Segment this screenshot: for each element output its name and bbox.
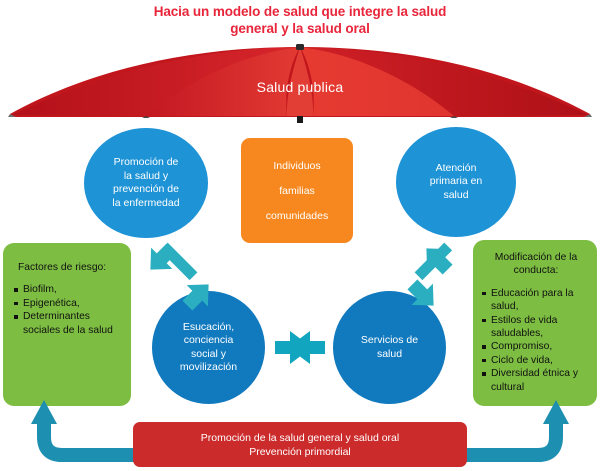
node-promocion-salud[interactable]: Promoción de la salud y prevención de la… [84, 128, 208, 238]
list-item: Diversidad étnica y cultural [482, 367, 590, 394]
educacion-line-4: movilización [179, 361, 238, 373]
list-item: Epigenética, [14, 297, 122, 310]
node-servicios-label: Servicios de salud [361, 334, 418, 361]
list-item: Ciclo de vida, [482, 354, 590, 367]
title-line-1: Hacia un modelo de salud que integre la … [153, 4, 447, 19]
servicios-line-2: salud [376, 347, 403, 360]
promocion-line-1: Promoción de [113, 156, 179, 168]
list-item: Determinantes sociales de la salud [14, 310, 122, 337]
educacion-line-2: conciencia [183, 334, 234, 346]
node-atencion-primaria[interactable]: Atención primaria en salud [396, 127, 516, 237]
conducta-heading-line-1: Modificación de la [494, 252, 578, 263]
node-educacion-label: Esucación, conciencia social y movilizac… [180, 321, 237, 375]
banner-line-1: Promoción de la salud general y salud or… [200, 431, 400, 444]
node-poblacion[interactable]: Individuos familias comunidades [241, 138, 353, 243]
node-modificacion-conducta[interactable]: Modificación de la conducta: Educación p… [473, 240, 597, 406]
list-item: Educación para la salud, [482, 287, 590, 314]
conducta-heading-line-2: conducta: [513, 265, 559, 277]
bottom-banner[interactable]: Promoción de la salud general y salud or… [133, 422, 467, 467]
conducta-bullet-list: Educación para la salud, Estilos de vida… [482, 287, 590, 394]
node-promocion-label: Promoción de la salud y prevención de la… [112, 156, 179, 210]
node-atencion-label: Atención primaria en salud [430, 162, 483, 203]
umbrella-label: Salud publica [256, 79, 344, 95]
list-item: Compromiso, [482, 340, 590, 353]
educacion-line-3: social y [190, 347, 226, 360]
arrow-horizontal-double [275, 331, 325, 364]
banner-line-2: Prevención primordial [249, 445, 351, 458]
promocion-line-2: la salud y [123, 169, 169, 182]
node-educacion-conciencia[interactable]: Esucación, conciencia social y movilizac… [152, 291, 265, 404]
atencion-line-2: primaria en [429, 175, 483, 188]
poblacion-line-3: comunidades [265, 209, 329, 222]
umbrella-icon [8, 44, 592, 123]
arrow-banner-to-conducta [450, 400, 569, 462]
diagram-title: Hacia un modelo de salud que integre la … [0, 3, 600, 37]
riesgo-heading: Factores de riesgo: [18, 262, 107, 273]
list-item: Estilos de vida saludables, [482, 314, 590, 341]
conducta-heading: Modificación de la conducta: [482, 251, 590, 278]
poblacion-line-2: familias [279, 184, 315, 197]
promocion-line-4: la enfermedad [112, 196, 180, 209]
node-factores-riesgo[interactable]: Factores de riesgo: Biofilm, Epigenética… [3, 243, 131, 406]
title-line-2: general y la salud oral [230, 21, 370, 36]
list-item: Biofilm, [14, 283, 122, 296]
atencion-line-3: salud [443, 188, 469, 201]
node-servicios-salud[interactable]: Servicios de salud [333, 291, 446, 404]
poblacion-line-1: Individuos [273, 159, 321, 172]
servicios-line-1: Servicios de [360, 334, 419, 346]
atencion-line-1: Atención [435, 161, 477, 174]
riesgo-bullet-list: Biofilm, Epigenética, Determinantes soci… [14, 283, 122, 337]
promocion-line-3: prevención de [113, 183, 179, 195]
educacion-line-1: Esucación, [182, 320, 235, 333]
